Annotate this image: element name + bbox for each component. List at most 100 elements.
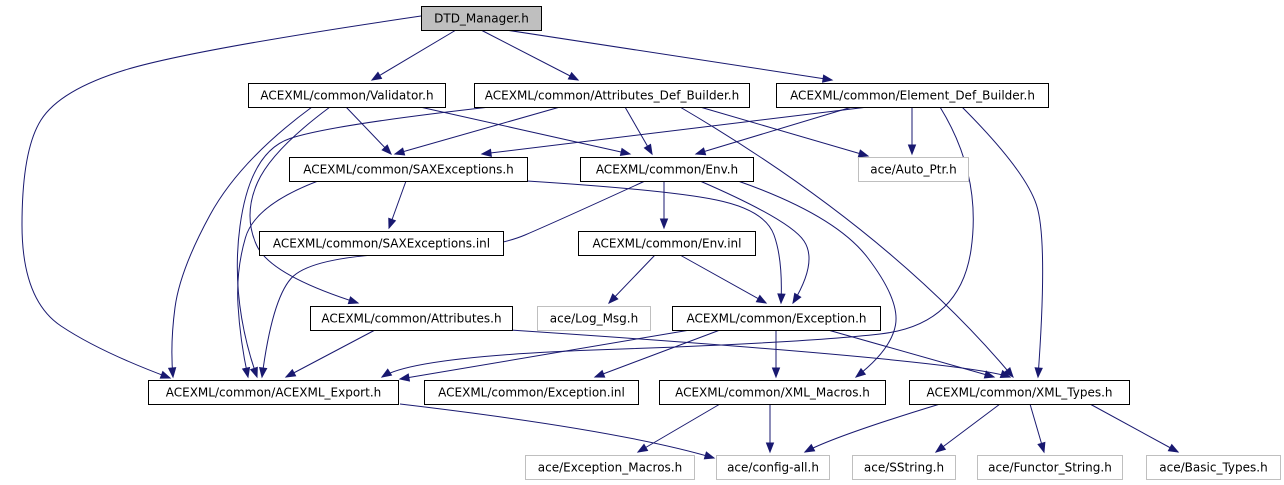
edge-line: [679, 106, 1014, 378]
arrowhead-icon: [259, 367, 268, 379]
node-env-inl[interactable]: ACEXML/common/Env.inl: [578, 231, 756, 256]
edge-env-to-exception: [699, 180, 810, 305]
arrowhead-icon: [703, 451, 716, 460]
edge-line: [804, 403, 941, 453]
node-label: ace/Auto_Ptr.h: [870, 163, 956, 177]
edge-validator-to-acexml_export: [167, 106, 313, 379]
edge-line: [594, 329, 721, 378]
node-xml-types[interactable]: ACEXML/common/XML_Types.h: [909, 380, 1130, 405]
edge-validator-to-saxexceptions: [345, 106, 392, 155]
edges-layer: [21, 15, 1180, 460]
edge-attr_def_builder-to-xml_types: [679, 106, 1014, 379]
edge-dtd_manager-to-validator: [370, 29, 457, 81]
edge-exception-to-xml_types: [827, 329, 996, 379]
edge-line: [699, 106, 869, 157]
node-label: ACEXML/common/Element_Def_Builder.h: [790, 89, 1035, 103]
node-box: [424, 380, 639, 405]
node-label: ACEXML/common/ACEXML_Export.h: [166, 386, 382, 400]
arrowhead-icon: [380, 368, 393, 378]
edge-line: [526, 180, 782, 304]
node-saxexceptions[interactable]: ACEXML/common/SAXExceptions.h: [289, 157, 528, 182]
edge-line: [481, 106, 869, 155]
node-xml-macros[interactable]: ACEXML/common/XML_Macros.h: [659, 380, 886, 405]
arrowhead-icon: [999, 369, 1012, 378]
edge-xml_macros-to-exception_macros: [636, 403, 721, 453]
node-box: [858, 157, 969, 182]
edge-line: [285, 329, 376, 378]
edge-line: [345, 106, 392, 155]
edge-dtd_manager-to-elem_def_builder: [505, 29, 834, 83]
node-attributes[interactable]: ACEXML/common/Attributes.h: [310, 306, 513, 331]
node-auto-ptr[interactable]: ace/Auto_Ptr.h: [858, 157, 969, 182]
arrowhead-icon: [619, 147, 632, 157]
arrowhead-icon: [857, 149, 870, 158]
node-saxexceptions-inl[interactable]: ACEXML/common/SAXExceptions.inl: [259, 231, 504, 256]
edge-line: [961, 106, 1044, 378]
edge-exception-to-xml_macros: [771, 330, 781, 379]
edge-elem_def_builder-to-auto_ptr: [907, 107, 917, 156]
node-label: ACEXML/common/Env.inl: [592, 237, 741, 251]
edge-line: [171, 106, 313, 378]
node-box: [977, 455, 1123, 480]
node-label: ACEXML/common/SAXExceptions.inl: [273, 237, 490, 251]
node-exception-inl[interactable]: ACEXML/common/Exception.inl: [424, 380, 639, 405]
node-label: ACEXML/common/Attributes_Def_Builder.h: [485, 89, 739, 103]
edge-env_inl-to-log_msg: [608, 254, 656, 304]
node-acexml-export[interactable]: ACEXML/common/ACEXML_Export.h: [148, 380, 399, 405]
node-box: [672, 306, 881, 331]
edge-line: [935, 403, 1001, 453]
edge-saxexceptions-to-exception: [526, 180, 786, 305]
node-box: [578, 231, 756, 256]
node-sstring[interactable]: ace/SString.h: [852, 455, 956, 480]
node-elem-def-builder[interactable]: ACEXML/common/Element_Def_Builder.h: [776, 83, 1049, 108]
node-functor-string[interactable]: ace/Functor_String.h: [977, 455, 1123, 480]
arrowhead-icon: [765, 442, 775, 454]
node-config-all[interactable]: ace/config-all.h: [716, 455, 830, 480]
arrowhead-icon: [854, 367, 867, 378]
node-validator[interactable]: ACEXML/common/Validator.h: [248, 83, 446, 108]
edge-line: [399, 403, 715, 459]
edge-line: [699, 180, 810, 304]
node-env[interactable]: ACEXML/common/Env.h: [580, 157, 754, 182]
edge-line: [679, 254, 767, 304]
node-box: [909, 380, 1130, 405]
arrowhead-icon: [393, 147, 406, 156]
arrowhead-icon: [1037, 441, 1046, 454]
edge-elem_def_builder-to-xml_types: [961, 106, 1044, 379]
node-exception-macros[interactable]: ace/Exception_Macros.h: [525, 455, 695, 480]
arrowhead-icon: [249, 366, 258, 379]
node-box: [776, 83, 1049, 108]
arrowhead-icon: [241, 366, 251, 379]
node-label: ACEXML/common/XML_Macros.h: [675, 386, 870, 400]
node-attr-def-builder[interactable]: ACEXML/common/Attributes_Def_Builder.h: [474, 83, 750, 108]
arrowhead-icon: [821, 74, 834, 83]
edge-exception-to-acexml_export: [398, 329, 691, 382]
edge-attributes-to-xml_types: [509, 329, 1012, 378]
arrowhead-icon: [803, 443, 816, 453]
arrowhead-icon: [167, 367, 177, 379]
node-label: ACEXML/common/Env.h: [596, 163, 738, 177]
edge-xml_types-to-functor_string: [1029, 403, 1046, 454]
node-label: ACEXML/common/Attributes.h: [321, 312, 501, 326]
node-box: [525, 455, 695, 480]
edge-saxexceptions-to-acexml_export: [237, 180, 319, 379]
edge-line: [480, 29, 579, 81]
node-dtd-manager: DTD_Manager.h: [421, 6, 542, 31]
node-label: ACEXML/common/Exception.h: [686, 312, 866, 326]
edge-attr_def_builder-to-saxexceptions: [393, 106, 561, 156]
edge-xml_types-to-sstring: [934, 403, 1001, 453]
edge-xml_types-to-config_all: [803, 403, 941, 453]
node-log-msg[interactable]: ace/Log_Msg.h: [537, 306, 651, 331]
arrowhead-icon: [284, 368, 297, 378]
node-basic-types[interactable]: ace/Basic_Types.h: [1146, 455, 1281, 480]
edge-line: [381, 106, 974, 378]
edge-line: [394, 106, 561, 155]
node-label: ace/SString.h: [864, 461, 944, 475]
node-exception[interactable]: ACEXML/common/Exception.h: [672, 306, 881, 331]
node-label: ACEXML/common/Validator.h: [260, 89, 433, 103]
node-box: [1146, 455, 1281, 480]
edge-saxexceptions-to-saxexceptions_inl: [388, 180, 407, 230]
node-box: [716, 455, 830, 480]
node-label: ACEXML/common/SAXExceptions.h: [303, 163, 514, 177]
